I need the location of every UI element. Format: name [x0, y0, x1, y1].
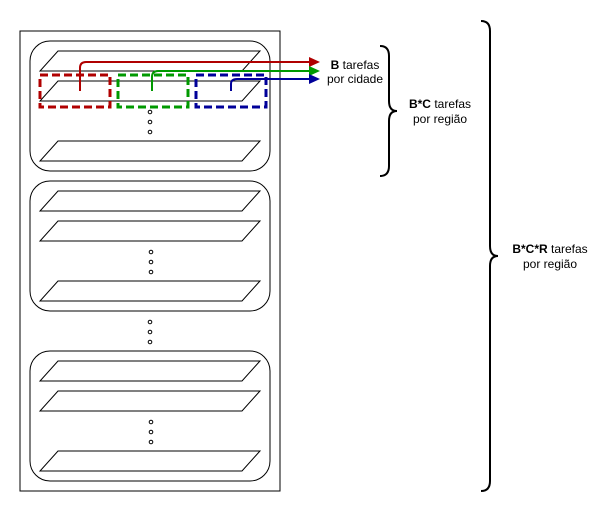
ellipsis-dot — [148, 249, 154, 255]
region-box-2 — [29, 180, 271, 312]
task-parallelogram — [38, 280, 262, 302]
region-box-3 — [29, 350, 271, 482]
ellipsis-dot — [148, 439, 154, 445]
task-parallelogram — [38, 390, 262, 412]
brace-b-c — [379, 45, 398, 177]
label-bc-line1: B*C tarefas — [409, 97, 471, 111]
label-bcr-line1: B*C*R tarefas — [512, 242, 587, 256]
outer-container — [19, 30, 281, 492]
label-b-rest: tarefas — [339, 58, 379, 72]
label-b-line1: B tarefas — [331, 58, 380, 72]
label-bc-line2: por região — [413, 112, 467, 126]
ellipsis-dot — [148, 419, 154, 425]
ellipsis-dot — [148, 259, 154, 265]
task-parallelogram — [38, 190, 262, 212]
label-b-line2: por cidade — [327, 72, 383, 86]
arrow-green — [151, 70, 312, 91]
arrowhead-red — [309, 57, 320, 67]
ellipsis-dot — [147, 119, 153, 125]
dashed-box-green — [116, 73, 190, 109]
ellipsis-dot — [148, 429, 154, 435]
task-parallelogram — [38, 220, 262, 242]
arrowhead-green — [309, 66, 320, 76]
task-parallelogram — [38, 360, 262, 382]
label-bcr-line2: por região — [523, 257, 577, 271]
region-box-1 — [29, 40, 271, 172]
dashed-box-blue — [194, 73, 268, 109]
label-bc-rest: tarefas — [431, 97, 471, 111]
ellipsis-dot — [148, 269, 154, 275]
ellipsis-dot — [147, 319, 153, 325]
task-parallelogram — [38, 80, 262, 102]
dashed-box-red — [38, 73, 112, 109]
region-group-1 — [29, 40, 320, 172]
ellipsis-dot — [147, 329, 153, 335]
task-parallelogram — [38, 450, 262, 472]
region-group-2 — [29, 180, 271, 312]
label-bcr-bold: B*C*R — [512, 242, 548, 256]
label-bcr-rest: tarefas — [548, 242, 588, 256]
label-b-bold: B — [331, 58, 340, 72]
task-parallelogram — [38, 140, 262, 162]
ellipsis-dot — [147, 109, 153, 115]
brace-b-c-r — [480, 20, 499, 492]
ellipsis-dot — [147, 339, 153, 345]
region-group-3 — [29, 350, 271, 482]
arrowhead-blue — [309, 74, 320, 84]
ellipsis-dot — [147, 129, 153, 135]
label-bc-bold: B*C — [409, 97, 431, 111]
arrow-blue — [230, 78, 312, 91]
arrow-red — [79, 61, 312, 91]
